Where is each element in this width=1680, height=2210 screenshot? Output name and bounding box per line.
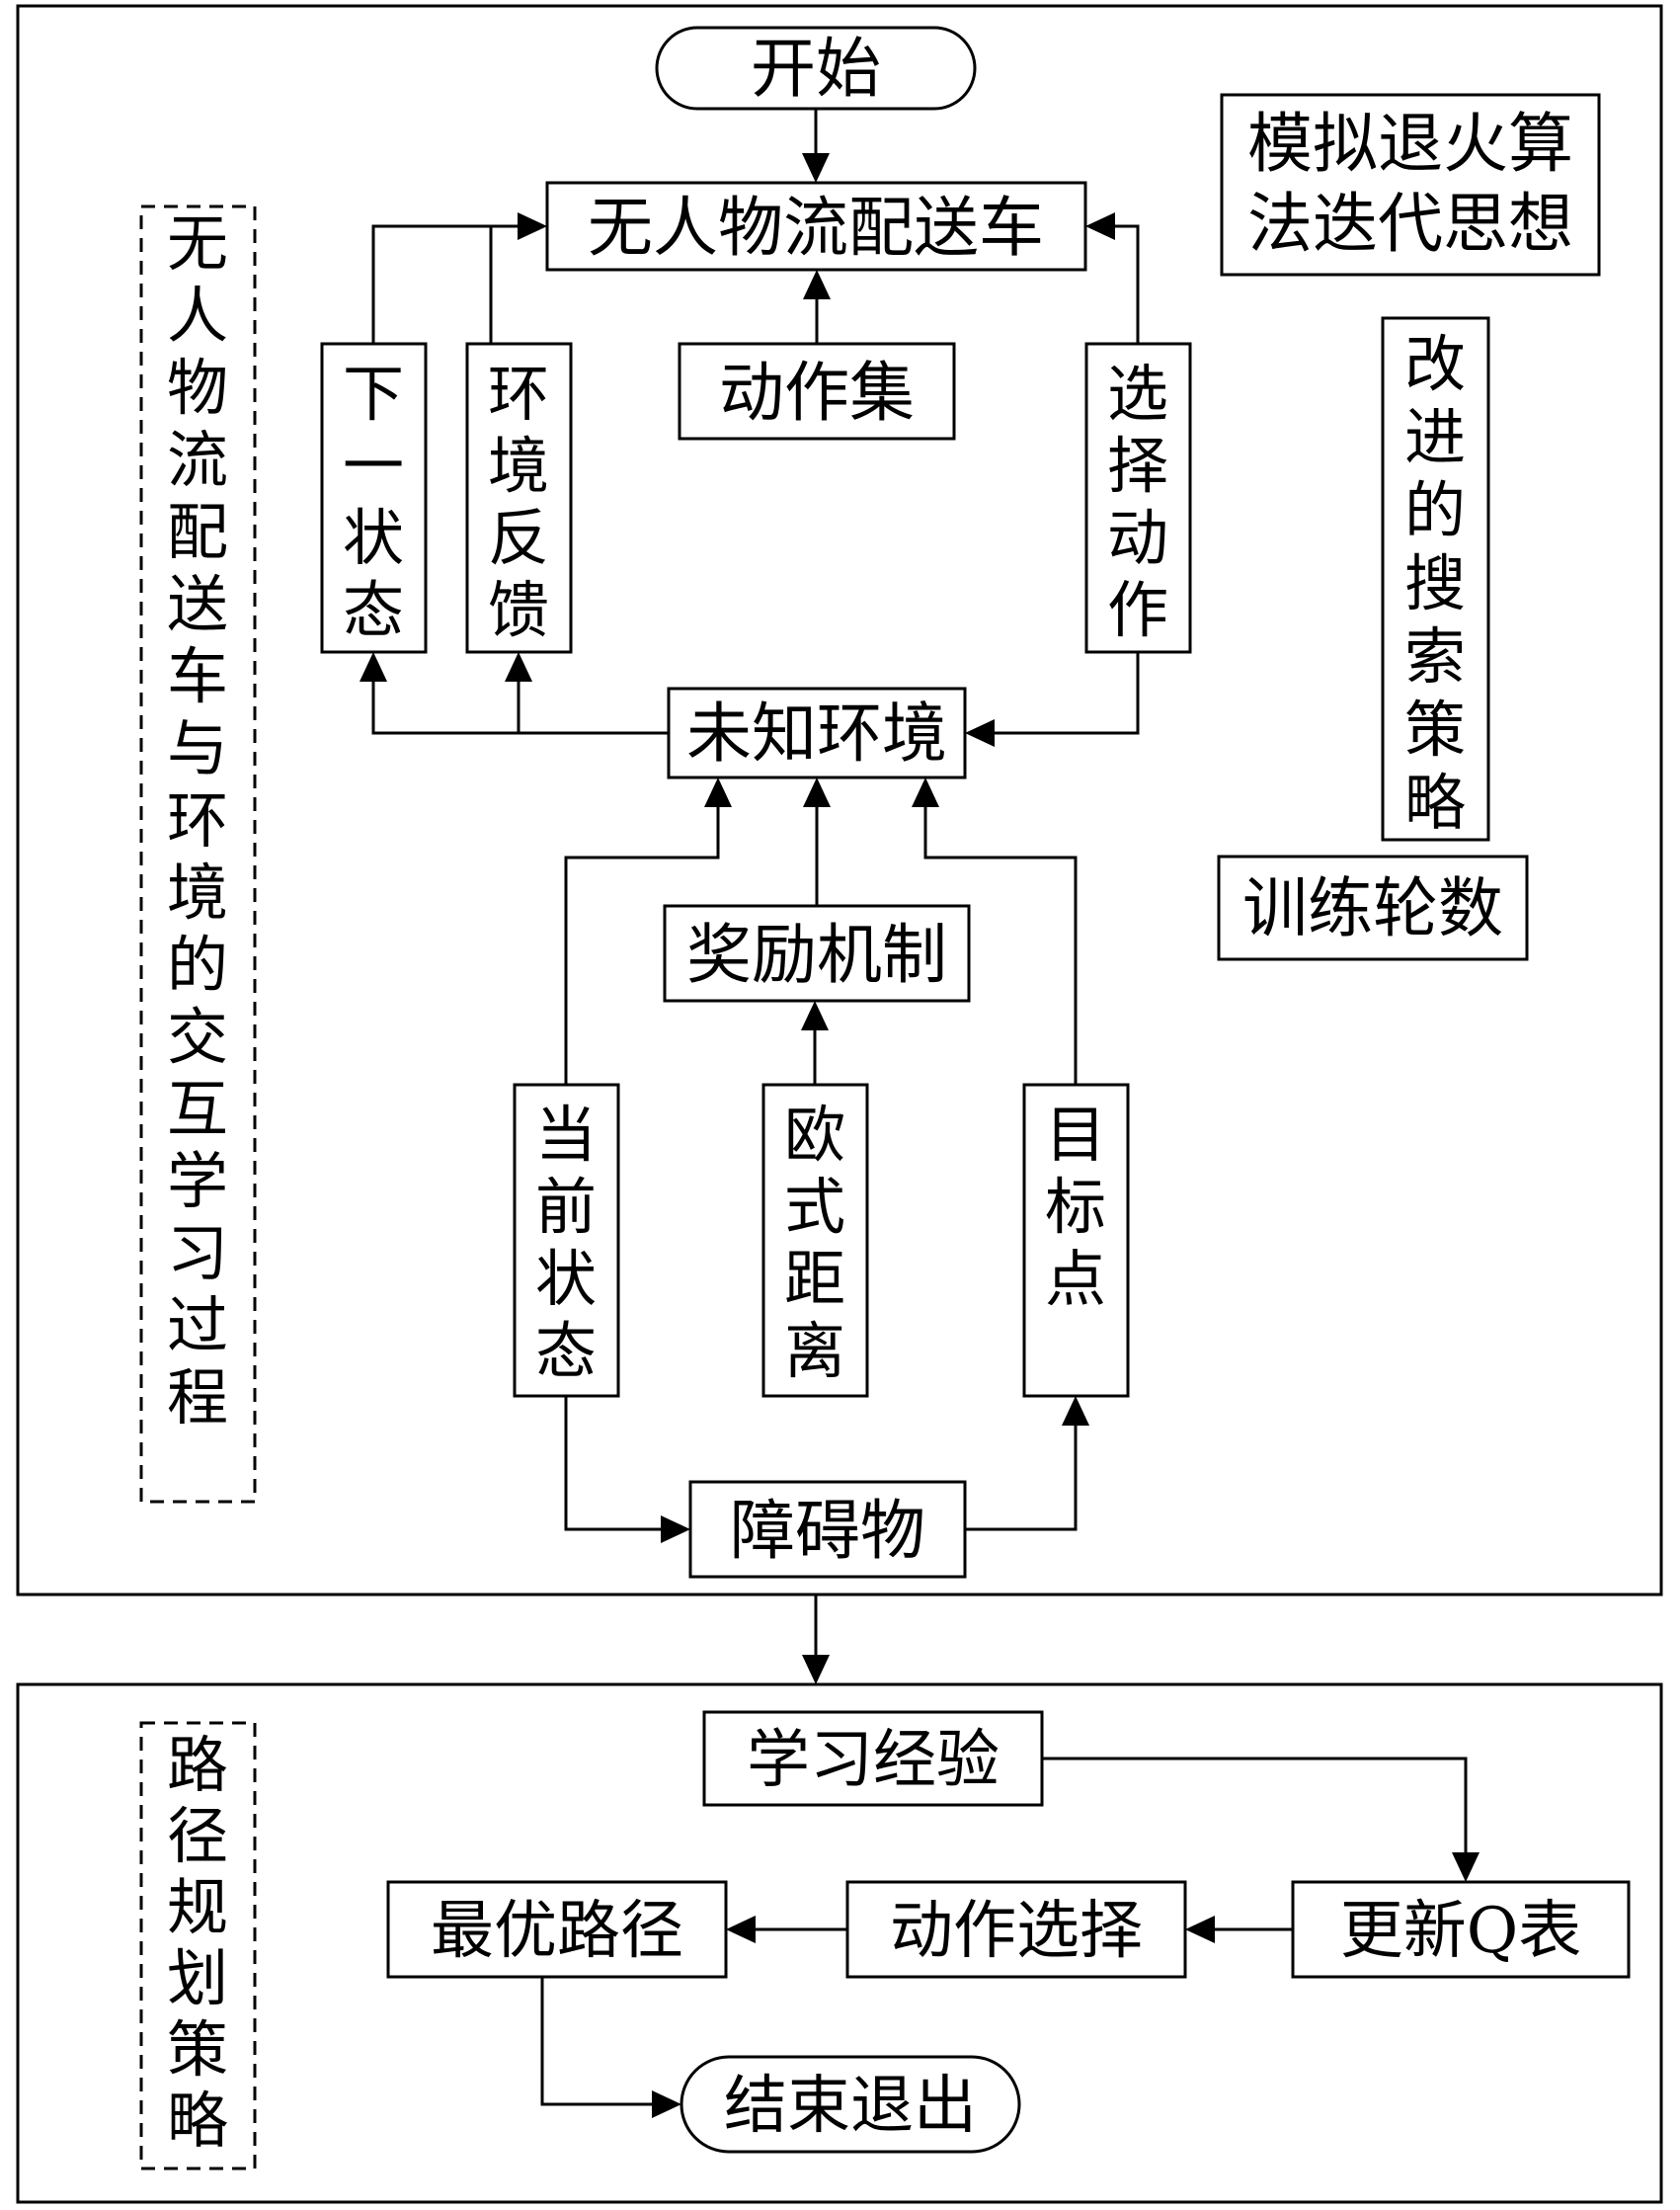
path-planning-frame bbox=[16, 1682, 1663, 2204]
reward-label: 奖励机制 bbox=[686, 917, 947, 993]
unknown-env-node bbox=[667, 687, 967, 779]
arrowhead bbox=[802, 153, 830, 183]
optimal-path-node bbox=[386, 1880, 728, 1979]
euclid-node bbox=[761, 1083, 869, 1398]
arrowhead bbox=[652, 2090, 681, 2118]
update-q-label: 更新Q表 bbox=[1340, 1895, 1581, 1968]
arrowhead bbox=[1452, 1852, 1480, 1882]
interaction-label: 无人物流配送车与环境的交互学习过程 bbox=[167, 207, 228, 1433]
learn-exp-node bbox=[702, 1710, 1044, 1807]
arrowhead bbox=[1185, 1916, 1215, 1943]
epochs-box bbox=[1217, 855, 1529, 961]
edge-env-nextstate bbox=[371, 682, 669, 735]
interaction-frame bbox=[16, 4, 1663, 1596]
target-node bbox=[1022, 1083, 1130, 1398]
select-action-label: 选择动作 bbox=[1107, 358, 1168, 646]
euclid-label: 欧式距离 bbox=[784, 1099, 845, 1387]
obstacle-label: 障碍物 bbox=[730, 1493, 925, 1569]
arrowhead bbox=[505, 652, 532, 682]
current-state-node bbox=[513, 1083, 620, 1398]
edge-select-env bbox=[994, 652, 1140, 735]
arrowhead bbox=[518, 212, 547, 240]
path-planning-label-box bbox=[139, 1721, 257, 2170]
sa-idea-line2: 法迭代思想 bbox=[1247, 186, 1573, 262]
edge-learn-update bbox=[1042, 1757, 1468, 1855]
arrowhead bbox=[1062, 1396, 1089, 1426]
start-label: 开始 bbox=[751, 31, 881, 107]
end-label: 结束退出 bbox=[724, 2070, 977, 2143]
optimal-path-label: 最优路径 bbox=[431, 1895, 683, 1968]
target-label: 目标点 bbox=[1045, 1099, 1106, 1315]
arrowhead bbox=[1085, 212, 1115, 240]
arrowhead bbox=[704, 778, 732, 807]
arrowhead bbox=[803, 270, 831, 299]
current-state-label: 当前状态 bbox=[535, 1099, 597, 1387]
edge-nextstate-vehicle bbox=[371, 224, 523, 344]
select-action-node bbox=[1084, 342, 1192, 654]
next-state-node bbox=[320, 342, 428, 654]
interaction-label-box bbox=[139, 205, 257, 1504]
improved-search-label: 改进的搜索策略 bbox=[1404, 328, 1466, 839]
arrowhead bbox=[360, 652, 387, 682]
arrowhead bbox=[801, 1001, 829, 1030]
action-select-node bbox=[845, 1880, 1187, 1979]
arrowhead bbox=[912, 778, 939, 807]
edge-current-env bbox=[564, 806, 720, 1085]
action-set-label: 动作集 bbox=[719, 355, 915, 431]
arrowhead bbox=[661, 1515, 690, 1543]
learn-exp-label: 学习经验 bbox=[747, 1724, 1000, 1797]
env-feedback-node bbox=[465, 342, 573, 654]
update-q-node bbox=[1291, 1880, 1631, 1979]
vehicle-label: 无人物流配送车 bbox=[588, 190, 1044, 266]
arrowhead bbox=[802, 1655, 830, 1684]
edge-optimal-end bbox=[540, 1977, 654, 2106]
sa-idea-line1: 模拟退火算 bbox=[1247, 106, 1573, 182]
improved-search-box bbox=[1381, 316, 1490, 842]
arrowhead bbox=[965, 719, 995, 747]
edge-obstacle-target bbox=[965, 1425, 1078, 1531]
env-feedback-label: 环境反馈 bbox=[488, 358, 549, 646]
action-set-node bbox=[678, 342, 956, 441]
action-select-label: 动作选择 bbox=[890, 1895, 1143, 1968]
sa-idea-box bbox=[1220, 93, 1601, 277]
epochs-label: 训练轮数 bbox=[1242, 870, 1503, 946]
edge-target-env bbox=[923, 806, 1078, 1085]
path-planning-label: 路径规划策略 bbox=[167, 1729, 228, 2157]
obstacle-node bbox=[688, 1480, 967, 1579]
edge-select-vehicle bbox=[1111, 224, 1140, 344]
next-state-label: 下一状态 bbox=[343, 358, 404, 646]
unknown-env-label: 未知环境 bbox=[686, 696, 947, 772]
arrowhead bbox=[803, 778, 831, 807]
edge-current-obstacle bbox=[564, 1396, 662, 1531]
arrowhead bbox=[726, 1916, 756, 1943]
